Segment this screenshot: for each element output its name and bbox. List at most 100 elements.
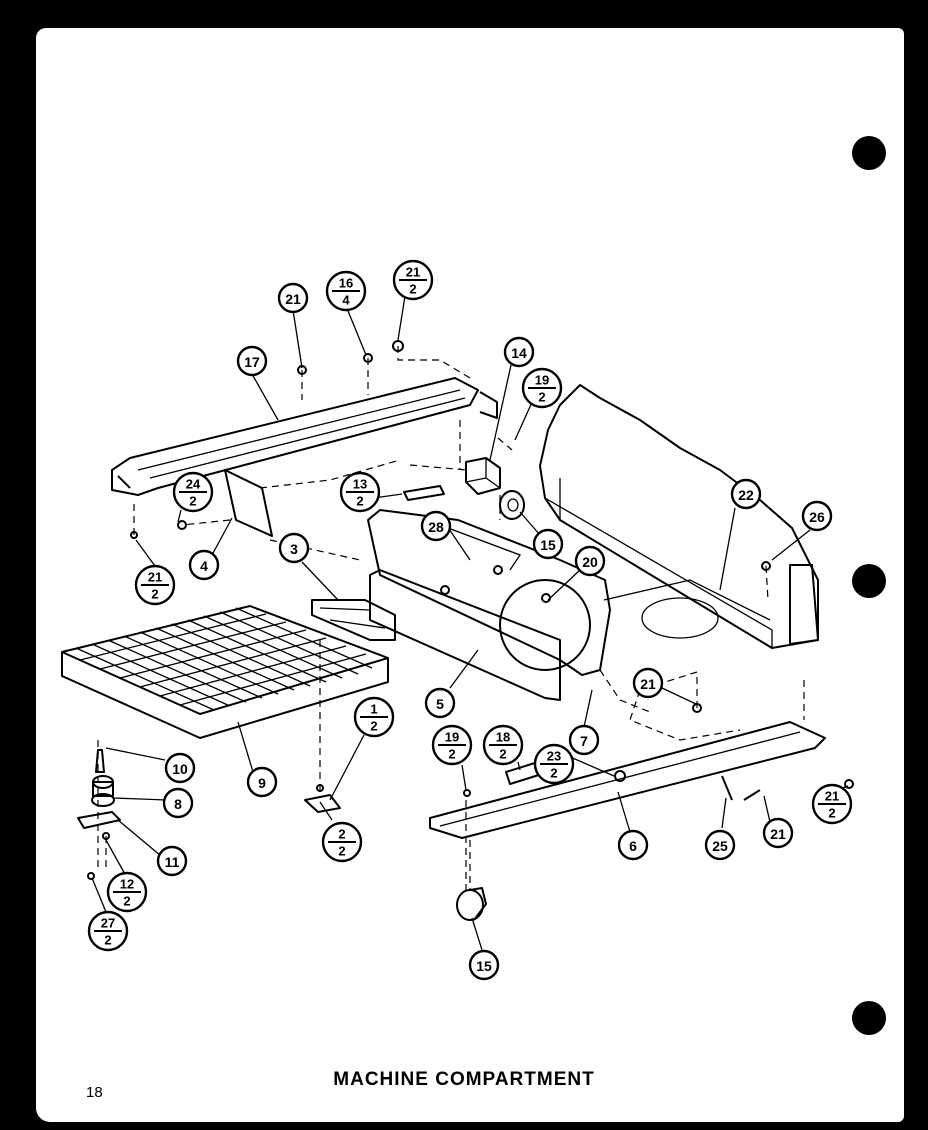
callout-part-number: 19 <box>535 373 549 388</box>
callout-part-number: 18 <box>496 730 510 745</box>
callout-part-number: 5 <box>436 696 444 712</box>
callout-part-number: 27 <box>101 916 115 931</box>
callout-part-number: 19 <box>445 730 459 745</box>
callout-part-number: 21 <box>148 570 162 585</box>
callout-part-number: 16 <box>339 276 353 291</box>
callout-quantity: 4 <box>342 293 350 308</box>
drawing-sheet <box>36 28 904 1122</box>
callout-quantity: 2 <box>123 894 130 909</box>
callout-part-number: 26 <box>809 509 825 525</box>
binder-hole-bottom <box>852 1001 886 1035</box>
callout-8: 8 <box>162 787 194 819</box>
callout-21: 21 <box>277 282 309 314</box>
callout-19-2: 192 <box>521 367 563 409</box>
callout-12-2: 122 <box>106 871 148 913</box>
part-13-capacitor <box>403 485 445 501</box>
part-17-top-rail <box>111 377 498 496</box>
callout-18-2: 182 <box>482 724 524 766</box>
part-callouts: 2116421217141922421324212328152022265721… <box>87 259 853 981</box>
callout-quantity: 2 <box>370 719 377 734</box>
callout-part-number: 21 <box>770 826 786 842</box>
part-3-bracket <box>311 599 396 641</box>
part-22-back-panel <box>539 384 819 649</box>
assembly-guide-lines <box>97 346 805 890</box>
page-number: 18 <box>86 1084 103 1101</box>
callout-part-number: 20 <box>582 554 598 570</box>
callout-21-2: 212 <box>392 259 434 301</box>
callout-20: 20 <box>574 545 606 577</box>
callout-22: 22 <box>730 478 762 510</box>
callout-quantity: 2 <box>828 806 835 821</box>
callout-part-number: 25 <box>712 838 728 854</box>
callout-quantity: 2 <box>189 494 196 509</box>
callout-quantity: 2 <box>338 844 345 859</box>
callout-21-2: 212 <box>811 783 853 825</box>
callout-19-2: 192 <box>431 724 473 766</box>
callout-quantity: 2 <box>538 390 545 405</box>
callout-26: 26 <box>801 500 833 532</box>
callout-21-2: 212 <box>134 564 176 606</box>
callout-9: 9 <box>246 766 278 798</box>
callout-15: 15 <box>532 528 564 560</box>
callout-part-number: 21 <box>825 789 839 804</box>
callout-21: 21 <box>632 667 664 699</box>
callout-5: 5 <box>424 687 456 719</box>
callout-part-number: 21 <box>285 291 301 307</box>
callout-16-4: 164 <box>325 270 367 312</box>
callout-1-2: 12 <box>353 696 395 738</box>
binder-hole-middle <box>852 564 886 598</box>
callout-3: 3 <box>278 532 310 564</box>
binder-hole-top <box>852 136 886 170</box>
callout-6: 6 <box>617 829 649 861</box>
callout-4: 4 <box>188 549 220 581</box>
callout-part-number: 17 <box>244 354 260 370</box>
callout-quantity: 2 <box>104 933 111 948</box>
callout-quantity: 2 <box>151 587 158 602</box>
callout-quantity: 2 <box>356 494 363 509</box>
callout-15: 15 <box>468 949 500 981</box>
callout-7: 7 <box>568 724 600 756</box>
callout-part-number: 12 <box>120 877 134 892</box>
callout-28: 28 <box>420 510 452 542</box>
callout-quantity: 2 <box>499 747 506 762</box>
callout-14: 14 <box>503 336 535 368</box>
callout-part-number: 8 <box>174 796 182 812</box>
part-15-lower-foot <box>456 887 487 921</box>
callout-part-number: 10 <box>172 761 188 777</box>
callout-part-number: 22 <box>738 487 754 503</box>
callout-part-number: 13 <box>353 477 367 492</box>
callout-part-number: 9 <box>258 775 266 791</box>
callout-part-number: 15 <box>476 958 492 974</box>
callout-27-2: 272 <box>87 910 129 952</box>
callout-part-number: 23 <box>547 749 561 764</box>
callout-21: 21 <box>762 817 794 849</box>
callout-part-number: 1 <box>370 702 377 717</box>
callout-part-number: 7 <box>580 733 588 749</box>
part-4-bracket <box>224 469 273 537</box>
leader-lines <box>91 295 849 951</box>
callout-part-number: 2 <box>338 827 345 842</box>
callout-part-number: 4 <box>200 558 208 574</box>
callout-part-number: 11 <box>165 854 180 870</box>
callout-part-number: 21 <box>640 676 656 692</box>
callout-part-number: 15 <box>540 537 556 553</box>
callout-23-2: 232 <box>533 743 575 785</box>
part-5-base-plate <box>367 509 611 701</box>
callout-part-number: 3 <box>290 541 298 557</box>
part-14-relay-box <box>465 457 501 495</box>
callout-quantity: 2 <box>550 766 557 781</box>
callout-part-number: 24 <box>186 477 201 492</box>
callout-2-2: 22 <box>321 821 363 863</box>
diagram-caption: MACHINE COMPARTMENT <box>333 1069 595 1090</box>
callout-part-number: 14 <box>511 345 527 361</box>
callout-10: 10 <box>164 752 196 784</box>
callout-13-2: 132 <box>339 471 381 513</box>
part-9-condenser-coil <box>61 605 389 739</box>
callout-part-number: 21 <box>406 265 420 280</box>
callout-25: 25 <box>704 829 736 861</box>
callout-17: 17 <box>236 345 268 377</box>
callout-quantity: 2 <box>448 747 455 762</box>
callout-part-number: 28 <box>428 519 444 535</box>
callout-11: 11 <box>156 845 188 877</box>
